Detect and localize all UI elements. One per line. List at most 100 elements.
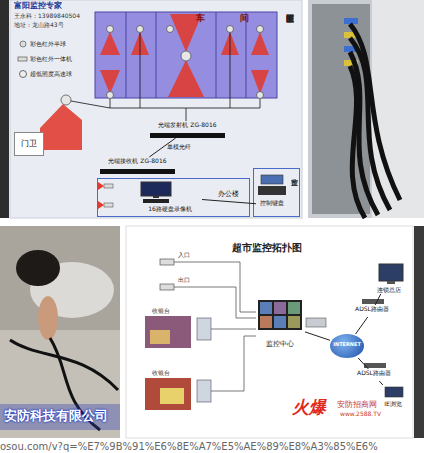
node-text: 光端发射机 ZG-8016	[150, 122, 225, 129]
keyboard-box: 控制键盘	[256, 198, 288, 212]
node-text: ADSL路由器	[348, 306, 396, 313]
cameras	[61, 26, 264, 106]
internet-cloud: INTERNET	[330, 334, 364, 358]
address: 地址：龙山路43号	[14, 22, 64, 29]
video-cables	[174, 262, 256, 391]
dome-camera	[257, 26, 264, 33]
diagram-background	[10, 0, 302, 218]
dvr-unit	[143, 199, 169, 203]
cable	[174, 287, 256, 318]
receiver-box: 光端接收机 ZG-8016	[100, 157, 175, 174]
router-device	[364, 363, 386, 368]
divider	[216, 12, 217, 98]
camera-label: 入口	[178, 252, 190, 259]
topology-background	[126, 226, 413, 438]
legend-text: 彩色红外一体机	[30, 56, 72, 62]
scene-photo	[145, 378, 191, 410]
cable	[140, 33, 141, 108]
beam	[251, 32, 269, 55]
cable	[10, 340, 118, 390]
watermark: 安防招商网	[337, 401, 377, 410]
url-text: osou.com/v?q=%E7%9B%91%E6%8E%A7%E5%AE%89…	[0, 441, 378, 452]
topology-title: 超市监控拓扑图	[232, 242, 302, 253]
camera-icon	[160, 259, 174, 265]
speed-dome-icon	[20, 71, 27, 78]
video-server	[306, 318, 326, 327]
cable	[211, 329, 256, 330]
cable	[110, 99, 260, 108]
connector	[379, 381, 383, 385]
router-box: ADSL路由器	[348, 305, 396, 317]
legend-text: 超低照度高速球	[30, 71, 72, 77]
edge-strip	[0, 0, 9, 218]
monitor-wall	[258, 300, 326, 330]
rack-photo	[308, 0, 424, 218]
camera-cables	[71, 33, 260, 121]
camera-icon	[104, 203, 113, 207]
node-text: ADSL路由器	[350, 370, 398, 377]
workshop-char: 车	[196, 14, 205, 24]
url-strip	[0, 439, 424, 453]
control-room-box: 监控室控制键盘	[253, 168, 300, 217]
camera-icon	[104, 184, 113, 188]
screen	[288, 316, 300, 328]
divider	[156, 12, 157, 98]
dvr-box: 16路硬盘录像机	[138, 181, 202, 213]
legend-text: 彩色红外半球	[30, 41, 66, 47]
office-box: 办公楼 16路硬盘录像机	[97, 178, 250, 217]
camera-icon	[160, 284, 174, 290]
store-pc-box: 连锁总店	[368, 262, 410, 294]
panel-dividers	[126, 12, 246, 98]
node-text: 办公楼	[218, 191, 239, 199]
dome-camera	[137, 26, 144, 33]
cable	[71, 101, 110, 108]
dome-icon	[20, 41, 26, 47]
screen	[260, 316, 272, 328]
browser-box: IE浏览	[376, 385, 410, 408]
monitor-frame	[258, 300, 302, 330]
office-equipment	[98, 175, 286, 209]
screen	[274, 302, 286, 314]
dome-camera	[257, 92, 264, 99]
bullet-icon	[18, 57, 27, 61]
watermark: 安防科技有限公司	[4, 409, 108, 423]
node-text: 控制键盘	[256, 200, 288, 207]
checkout-scenes	[145, 316, 211, 410]
register	[197, 380, 211, 402]
install-photo	[0, 226, 120, 438]
beam	[251, 70, 269, 94]
dome-camera	[227, 26, 234, 33]
remote-equipment	[362, 264, 403, 397]
arm	[38, 296, 58, 340]
banner	[0, 404, 120, 430]
monitor-stand	[153, 196, 159, 198]
connector	[305, 332, 330, 340]
cable-bundle	[350, 24, 400, 218]
cable	[230, 33, 231, 108]
legend-icons	[18, 41, 27, 78]
node-text: 连锁总店	[368, 287, 410, 294]
divider	[246, 12, 247, 98]
pc-stand	[387, 281, 395, 284]
beam	[98, 201, 104, 209]
checkout-label: 收银台	[152, 370, 170, 377]
speed-dome	[61, 95, 71, 105]
camera-beams	[40, 14, 269, 150]
company-name: 富阳监控专家	[14, 2, 62, 11]
dome-camera	[107, 26, 114, 33]
dome-camera	[107, 92, 114, 99]
beam	[40, 104, 82, 150]
guard-box: 门卫	[14, 132, 44, 156]
node-text: 监控中心	[255, 341, 305, 349]
scene-detail	[160, 388, 184, 404]
screen	[288, 302, 300, 314]
cable	[186, 108, 187, 121]
node-text: 光端接收机 ZG-8016	[100, 158, 175, 165]
transmitter-box: 光端发射机 ZG-8016	[150, 121, 225, 138]
control-screen	[261, 175, 283, 184]
connector	[344, 18, 358, 24]
connector	[358, 358, 368, 369]
